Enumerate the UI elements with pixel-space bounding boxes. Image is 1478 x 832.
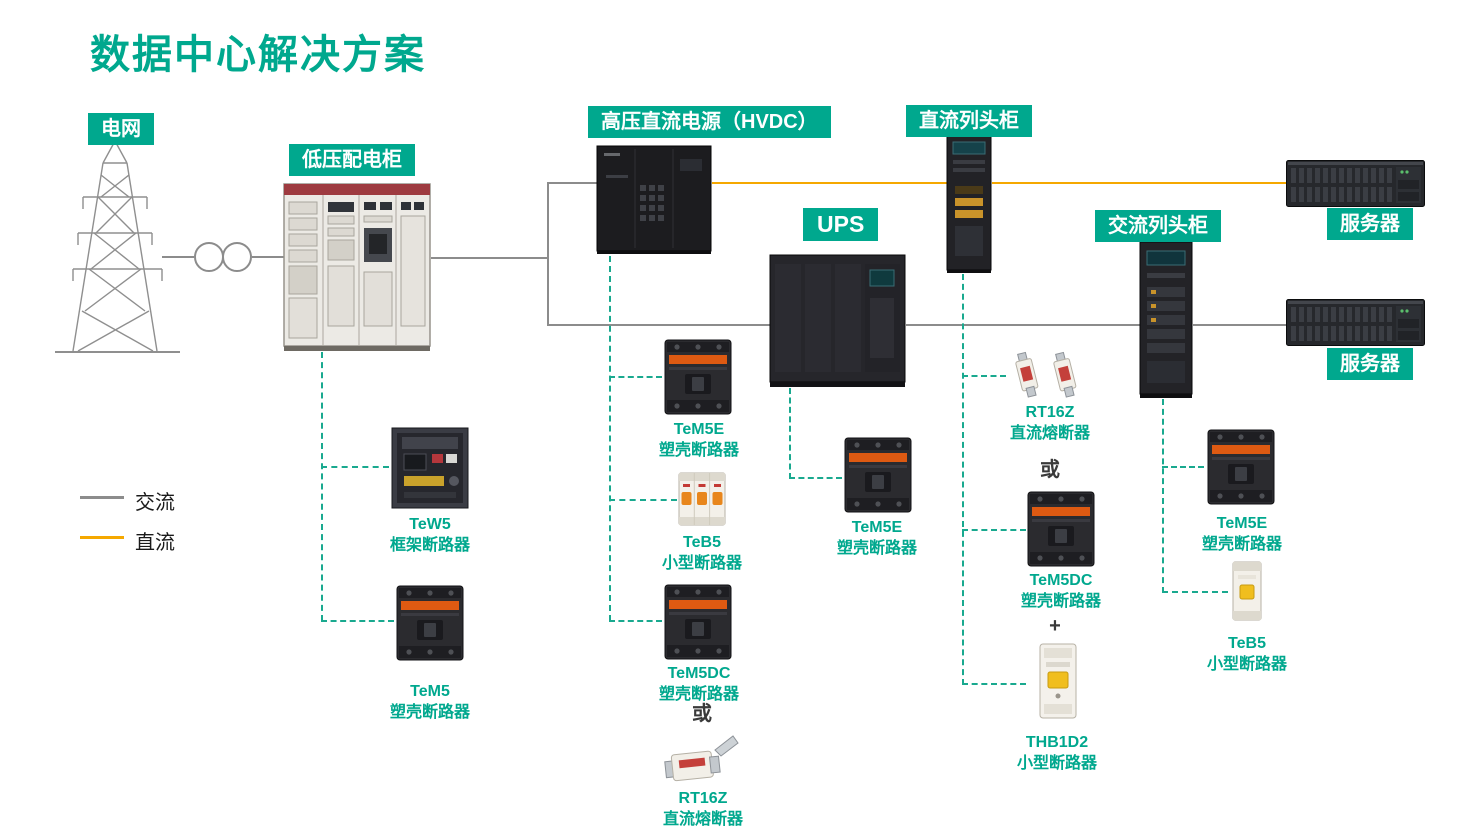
ups-cabinet-image xyxy=(769,254,906,388)
thb1d2-breaker-image xyxy=(1028,642,1086,720)
dashed-connector-hvdc-to-tem5e xyxy=(609,376,662,378)
dashed-connector-dcrow-vertical xyxy=(962,274,964,685)
ac-line-junction-to-hvdc xyxy=(549,182,597,184)
product-label-rt16z-dcrow: RT16Z 直流熔断器 xyxy=(985,403,1115,445)
dashed-connector-ups-to-tem5e xyxy=(789,477,842,479)
product-name: TeM5E xyxy=(851,519,903,536)
dashed-connector-dcrow-to-thb1d2 xyxy=(962,683,1026,685)
product-type: 塑壳断路器 xyxy=(658,685,739,703)
product-name: TeB5 xyxy=(1228,635,1266,652)
hvdc-label: 高压直流电源（HVDC） xyxy=(588,106,831,138)
ac-line-junction-to-ups xyxy=(549,324,770,326)
product-type: 塑壳断路器 xyxy=(1020,592,1101,610)
product-name: RT16Z xyxy=(678,790,728,807)
server-image-bottom xyxy=(1286,299,1425,346)
product-label-tem5e-acrow: TeM5E 塑壳断路器 xyxy=(1177,514,1307,556)
tem5dc-hvdc-breaker-image xyxy=(663,583,733,661)
dashed-connector-hvdc-to-tem5dc xyxy=(609,620,662,622)
dashed-connector-dcrow-to-tem5dc xyxy=(962,529,1026,531)
dashed-connector-acrow-vertical xyxy=(1162,399,1164,593)
product-type: 框架断路器 xyxy=(389,536,470,554)
product-label-tem5: TeM5 塑壳断路器 xyxy=(365,682,495,724)
teb5-hvdc-breaker-image xyxy=(678,470,726,528)
product-type: 塑壳断路器 xyxy=(836,539,917,557)
ups-label: UPS xyxy=(803,208,879,241)
product-type: 塑壳断路器 xyxy=(658,441,739,459)
dashed-connector-dcrow-to-rt16z xyxy=(962,375,1006,377)
ac-line-transformer-to-cabinet xyxy=(252,256,284,258)
product-type: 直流熔断器 xyxy=(662,810,743,828)
transformer-symbol xyxy=(192,239,254,275)
product-label-tew5: TeW5 框架断路器 xyxy=(365,515,495,557)
ac-line-junction-vertical xyxy=(547,182,549,326)
dc-row-cabinet-image xyxy=(946,134,992,274)
dashed-connector-acrow-to-tem5e xyxy=(1162,466,1204,468)
ac-row-cabinet-label: 交流列头柜 xyxy=(1095,210,1221,242)
rt16z-hvdc-fuse-image xyxy=(663,728,739,786)
product-label-teb5-acrow: TeB5 小型断路器 xyxy=(1182,634,1312,676)
ac-line-tower-to-transformer xyxy=(162,256,194,258)
server-image-top xyxy=(1286,160,1425,207)
lv-cabinet-label: 低压配电柜 xyxy=(289,144,415,176)
server-top-label: 服务器 xyxy=(1327,208,1413,240)
hvdc-cabinet-image xyxy=(596,145,712,255)
dc-line-hvdc-to-dcrow xyxy=(712,182,947,184)
tem5e-acrow-breaker-image xyxy=(1206,428,1276,506)
legend-dc-label: 直流 xyxy=(135,532,175,554)
product-name: TeM5E xyxy=(673,421,725,438)
joiner-plus-dcrow: + xyxy=(1049,615,1061,637)
rt16z-dcrow-fuse-image xyxy=(1006,350,1092,400)
product-type: 小型断路器 xyxy=(1016,754,1097,772)
dashed-connector-lv-to-tew5 xyxy=(321,466,389,468)
product-type: 小型断路器 xyxy=(661,554,742,572)
dashed-connector-ups-vertical xyxy=(789,388,791,479)
dc-line-dcrow-to-server xyxy=(992,182,1290,184)
product-type: 小型断路器 xyxy=(1206,655,1287,673)
joiner-or-dcrow: 或 xyxy=(1040,459,1060,481)
legend-ac-label: 交流 xyxy=(135,492,175,514)
product-type: 塑壳断路器 xyxy=(389,703,470,721)
teb5-acrow-breaker-image xyxy=(1230,560,1264,622)
tew5-breaker-image xyxy=(390,424,470,512)
product-name: TeB5 xyxy=(683,534,721,551)
product-type: 直流熔断器 xyxy=(1009,424,1090,442)
product-label-tem5e-hvdc: TeM5E 塑壳断路器 xyxy=(634,420,764,462)
ac-line-acrow-to-server xyxy=(1193,324,1290,326)
lv-cabinet-image xyxy=(283,182,431,352)
product-label-rt16z-hvdc: RT16Z 直流熔断器 xyxy=(638,789,768,831)
product-label-tem5dc-hvdc: TeM5DC 塑壳断路器 xyxy=(634,664,764,706)
product-name: TeM5DC xyxy=(667,665,731,682)
dashed-connector-hvdc-vertical xyxy=(609,256,611,621)
product-type: 塑壳断路器 xyxy=(1201,535,1282,553)
grid-tower-illustration xyxy=(55,135,180,355)
tem5dc-dcrow-breaker-image xyxy=(1026,490,1096,568)
ac-line-ups-to-acrow xyxy=(906,324,1140,326)
page-title: 数据中心解决方案 xyxy=(90,33,426,77)
product-label-tem5dc-dcrow: TeM5DC 塑壳断路器 xyxy=(996,571,1126,613)
product-name: TeM5 xyxy=(410,683,450,700)
dashed-connector-lv-to-tem5 xyxy=(321,620,394,622)
grid-label: 电网 xyxy=(88,113,154,145)
dashed-connector-lv-vertical xyxy=(321,352,323,621)
product-name: RT16Z xyxy=(1025,404,1075,421)
legend-dc-line xyxy=(80,536,124,539)
product-name: TeM5DC xyxy=(1029,572,1093,589)
server-bottom-label: 服务器 xyxy=(1327,348,1413,380)
dc-row-cabinet-label: 直流列头柜 xyxy=(906,105,1032,137)
legend-ac-line xyxy=(80,496,124,499)
tem5-breaker-image xyxy=(395,584,465,662)
product-name: THB1D2 xyxy=(1025,734,1089,751)
dashed-connector-hvdc-to-teb5 xyxy=(609,499,677,501)
dashed-connector-acrow-to-teb5 xyxy=(1162,591,1228,593)
product-name: TeM5E xyxy=(1216,515,1268,532)
product-label-thb1d2: THB1D2 小型断路器 xyxy=(992,733,1122,775)
product-name: TeW5 xyxy=(409,516,451,533)
ac-line-cabinet-to-junction xyxy=(431,257,549,259)
tem5e-hvdc-breaker-image xyxy=(663,338,733,416)
product-label-tem5e-ups: TeM5E 塑壳断路器 xyxy=(812,518,942,560)
ac-row-cabinet-image xyxy=(1139,241,1193,399)
tem5e-ups-breaker-image xyxy=(843,436,913,514)
joiner-or-hvdc: 或 xyxy=(692,703,712,725)
product-label-teb5-hvdc: TeB5 小型断路器 xyxy=(637,533,767,575)
